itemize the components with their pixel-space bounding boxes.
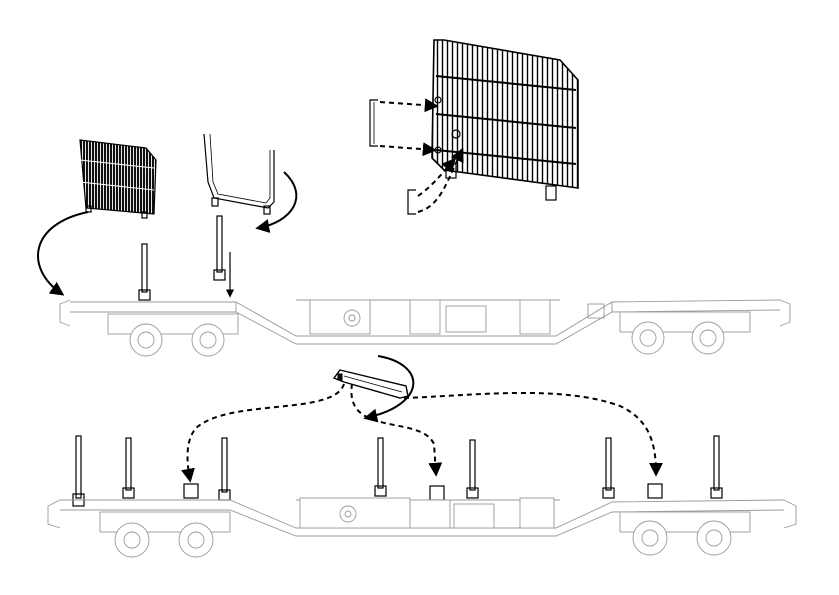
dashed-arrow [188, 384, 344, 480]
u-frame-stanchion [204, 134, 274, 214]
securing-bracket [370, 100, 378, 146]
upper-wagon [60, 216, 790, 356]
lower-wagon [48, 436, 796, 557]
large-gate-panel [432, 40, 578, 200]
dashed-arrow [380, 146, 434, 150]
small-gate-panel [80, 140, 156, 218]
dashed-arrow [380, 102, 436, 106]
crossbar-bolster [334, 370, 408, 398]
solid-arrow [258, 172, 296, 228]
locking-pin [408, 190, 416, 214]
dashed-arrow [404, 393, 656, 474]
solid-arrow [38, 212, 88, 294]
